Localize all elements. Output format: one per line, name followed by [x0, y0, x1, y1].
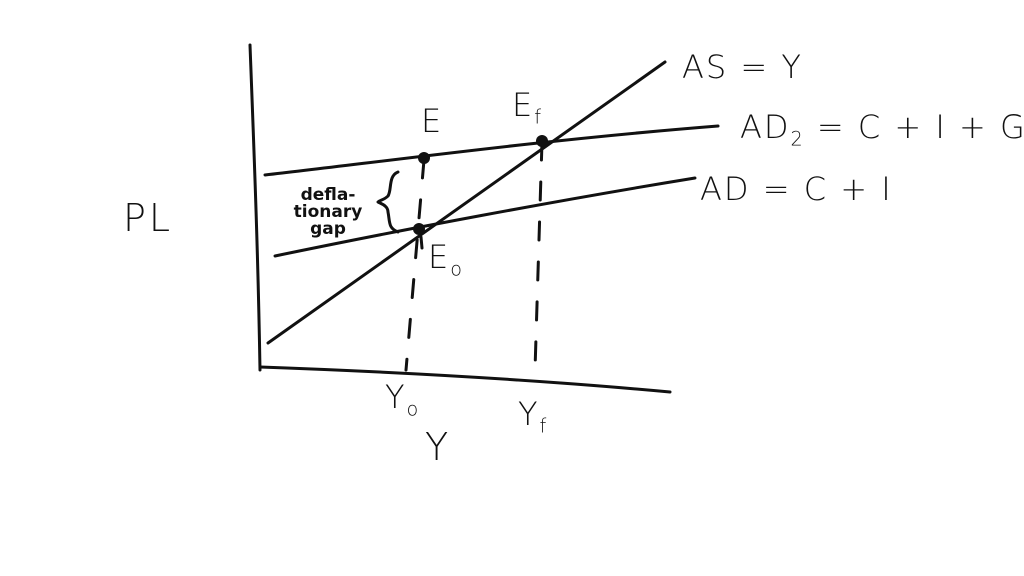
point-e0-label-sub: o [450, 257, 464, 281]
annotation-line-3: gap [310, 219, 346, 239]
ad-curve [273, 176, 697, 258]
x-axis [258, 365, 672, 394]
y0-dashed-guide [404, 158, 426, 372]
ad2-curve [263, 124, 720, 177]
ad2-label-sub: 2 [790, 127, 805, 151]
yf-dashed-guide [533, 140, 544, 372]
deflationary-gap-annotation: defla- tionary gap [282, 187, 374, 238]
point-ef [536, 135, 548, 147]
point-ef-label-main: E [512, 86, 535, 124]
gap-brace [376, 170, 400, 234]
yf-tick-label: Yf [518, 395, 548, 437]
y0-label-main: Y [385, 378, 407, 416]
y0-tick-label: Yo [385, 378, 420, 420]
annotation-line-2: tionary [293, 202, 363, 222]
ad2-label-rhs: = C + I + G [804, 108, 1024, 146]
as-curve [266, 60, 667, 345]
point-ef-label: Ef [512, 86, 543, 128]
point-e0 [413, 223, 425, 235]
point-e0-label-main: E [428, 238, 451, 276]
y-axis-label: PL [123, 196, 174, 240]
ad2-label-main: AD [740, 108, 791, 146]
y-axis [248, 43, 262, 372]
ad2-label: AD2 = C + I + G [740, 108, 1024, 150]
ad-label: AD = C + I [700, 170, 893, 208]
point-e-label: E [421, 102, 444, 140]
y0-label-sub: o [406, 397, 421, 421]
x-axis-label: Y [425, 425, 452, 469]
yf-label-main: Y [518, 395, 540, 433]
point-e0-label: Eo [428, 238, 464, 280]
yf-label-sub: f [539, 414, 549, 438]
e0-tick [419, 235, 424, 250]
point-ef-label-sub: f [534, 105, 543, 129]
as-label: AS = Y [682, 48, 803, 86]
point-e [418, 152, 430, 164]
annotation-line-1: defla- [300, 185, 356, 205]
